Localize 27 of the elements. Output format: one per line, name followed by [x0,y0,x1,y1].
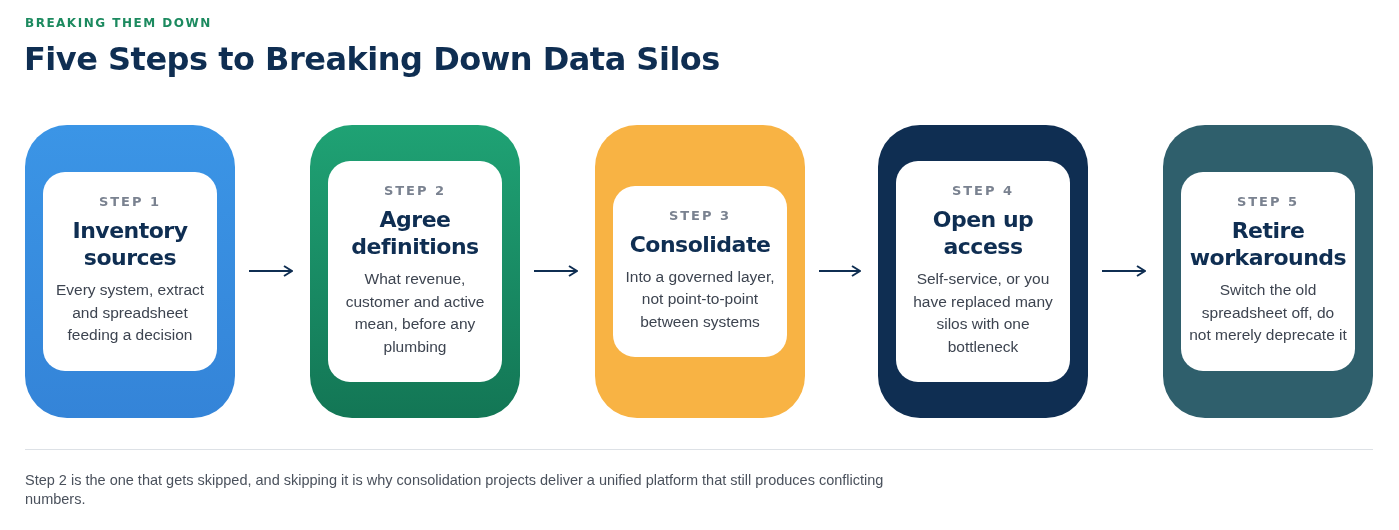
step-card [878,125,1088,418]
arrow [248,265,293,277]
eyebrow-label: BREAKING THEM DOWN [25,16,212,30]
arrow [533,265,578,277]
step-description: Switch the old spreadsheet off, do not merely deprecate it [1189,280,1347,346]
caption: Step 2 is the one that gets skipped, and skipping it is why consolidation projects deliver a unified platform that still produces conflicting numbers. [25,471,885,509]
arrow [818,265,861,277]
step-description: Every system, extract and spreadsheet feeding a decision [54,280,206,346]
title: Five Steps to Breaking Down Data Silos [24,40,720,78]
step-number: STEP 5 [1236,194,1300,210]
step-card [25,125,235,418]
step-heading: Inventory sources [71,217,189,272]
step-heading: Open up access [931,206,1035,260]
step-number: STEP 3 [668,207,732,223]
step-description: Self-service, or you have replaced many silos with one bottleneck [912,269,1054,357]
step-number: STEP 4 [951,183,1015,198]
step-number: STEP 1 [98,194,162,210]
step-card [1163,125,1373,418]
step-card [310,125,520,418]
step-heading: Agree definitions [350,206,480,260]
arrow [1101,265,1146,277]
step-number: STEP 2 [383,183,447,198]
step-card [595,125,805,418]
step-heading: Consolidate [629,230,771,258]
step-description: Into a governed layer, not point-to-point between systems [624,266,776,332]
step-description: What revenue, customer and active mean, before any plumbing [344,269,486,357]
step-heading: Retire workarounds [1189,217,1347,272]
